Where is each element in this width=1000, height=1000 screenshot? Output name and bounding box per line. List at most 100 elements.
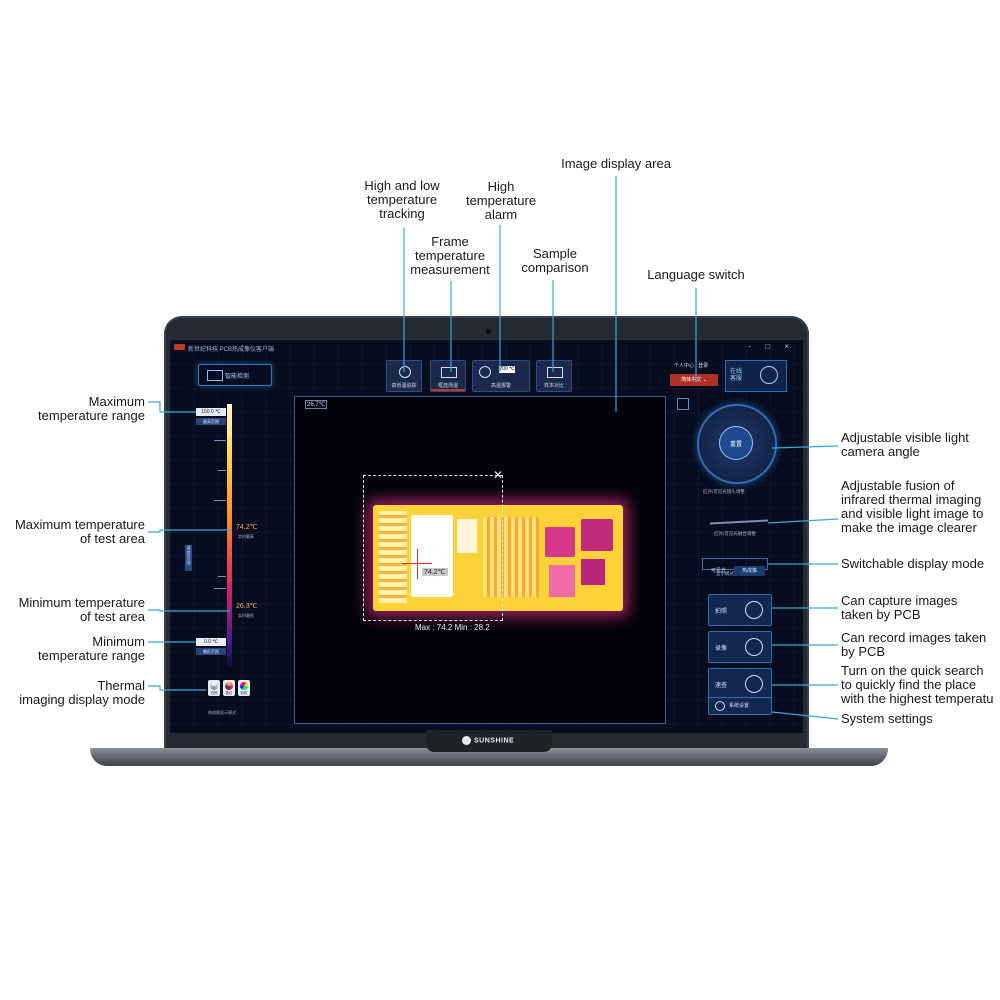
max-range-input[interactable]: 150.0 ℃ [196,408,226,416]
callout-display-mode: Switchable display mode [841,556,985,571]
support-button[interactable]: 在线 客服 [725,360,787,392]
quick-search-label: 速查 [715,683,728,689]
callout-camera-angle: Adjustable visible light camera angle [841,430,969,459]
pcb-hotspot [411,515,453,597]
app-title: 新世纪科技 PCB热成像仪客户端 [188,347,275,353]
tracking-button[interactable]: 高低温追踪 [386,360,422,392]
display-mode-caption: 热成像显示模式 [208,710,236,715]
point-temperature: 74.2℃ [422,568,448,576]
alarm-value-input[interactable]: 200 ℃ [499,366,515,373]
frame-icon [441,367,457,378]
language-select[interactable]: 简体中文 ⌄ [670,374,718,386]
search-icon [745,675,763,693]
pcb-region [457,519,477,553]
brand-icon [462,736,471,745]
temperature-color-scale[interactable] [227,404,232,666]
callout-system-settings: System settings [841,711,933,726]
display-mode-toggle[interactable]: 可见光 热成像 [702,558,768,576]
app-window: 新世纪科技 PCB热成像仪客户端 - □ × 智能检测 高低温追踪 框选测温 2… [170,340,803,733]
window-controls[interactable]: - □ × [748,342,795,351]
scale-tick [218,576,226,577]
mode-rainbow-button[interactable]: 彩虹 [238,680,250,696]
callout-high-temp-alarm: High temperature alarm [465,179,537,222]
ambient-temp: 26.7℃ [305,400,328,409]
mode-label: 铁红 [225,691,233,695]
laptop-notch [426,730,552,752]
mode-white-hot-button[interactable]: 白热 [208,680,220,696]
palette-icon [225,682,233,690]
pcb-region [379,511,407,603]
mode-label: 白热 [210,691,218,695]
measurement-frame[interactable] [363,475,503,621]
record-label: 录像 [715,646,728,652]
crosshair-icon [402,563,432,564]
quick-search-button[interactable]: 速查 [708,668,772,700]
frame-measure-button[interactable]: 框选测温 [430,360,466,392]
alarm-button[interactable]: 200 ℃ 高温报警 [472,360,530,392]
callout-thermal-mode: Thermal imaging display mode [19,678,145,707]
compare-icon [547,367,563,378]
crosshair-icon [417,549,418,579]
pcb-region [549,565,575,597]
capture-button[interactable]: 拍照 [708,594,772,626]
scale-tick [214,588,226,589]
callout-quick-search: Turn on the quick search to quickly find… [841,664,994,706]
range-side-tag: 温度范围 [185,545,192,571]
capture-label: 拍照 [715,609,728,615]
record-button[interactable]: 录像 [708,631,772,663]
callout-frame-measurement: Frame temperature measurement [410,234,490,277]
pcb-region [483,517,539,597]
pcb-region [581,559,605,585]
compare-label: 样本对比 [543,383,564,389]
headset-icon [760,366,778,384]
dial-caption: 红外/可见光镜头调整 [703,489,745,494]
visible-mode-option[interactable]: 可见光 [710,568,726,574]
close-frame-icon[interactable]: ✕ [493,468,504,482]
min-range-label: 最低范围 [196,648,226,655]
callout-capture: Can capture images taken by PCB [841,593,958,622]
brand-name: SUNSHINE [474,737,515,745]
max-min-readout: Max : 74.2 Min : 28.2 [415,623,490,632]
callout-max-range: Maximum temperature range [38,394,145,423]
area-min-label: 实时最低 [238,613,254,618]
tracking-label: 高低温追踪 [391,383,417,389]
gear-icon [715,701,725,711]
palette-icon [240,682,248,690]
support-label: 在线 客服 [730,369,743,382]
webcam [486,329,491,334]
scale-tick [218,470,226,471]
system-settings-button[interactable]: 系统设置 [708,697,772,715]
thermometer-icon [479,366,491,378]
max-range-label: 最高范围 [196,418,226,425]
callout-fusion: Adjustable fusion of infrared thermal im… [841,478,984,535]
thermal-mode-option[interactable]: 热成像 [734,566,765,576]
mode-iron-red-button[interactable]: 铁红 [223,680,235,696]
user-center-link[interactable]: 个人中心 | 登录 [674,363,709,369]
expand-icon[interactable] [677,398,689,410]
frame-label: 框选测温 [437,383,458,389]
area-max-label: 实时最高 [238,534,254,539]
callout-min-test-area: Minimum temperature of test area [18,595,145,624]
display-mode-caption: 显示模式 [716,571,734,576]
fusion-caption: 红外/可见光融合调整 [714,531,756,536]
area-min-value: 26.3℃ [236,603,258,610]
active-indicator [431,389,465,391]
compare-button[interactable]: 样本对比 [536,360,572,392]
callout-sample-comparison: Sample comparison [521,246,589,275]
camera-icon [745,601,763,619]
home-button[interactable]: 智能检测 [198,364,272,386]
image-display-area[interactable]: 26.7℃ ✕ 74.2℃ Max : 74.2 Min : 28.2 [294,396,666,724]
reset-button[interactable]: 重置 [719,426,753,460]
alarm-label: 高温报警 [490,383,511,389]
laptop-base [90,748,888,766]
scale-tick [214,440,226,441]
callout-high-low-tracking: High and low temperature tracking [364,178,440,221]
monitor-icon [207,370,223,381]
video-icon [745,638,763,656]
thermal-pcb-image [373,505,623,611]
home-label: 智能检测 [225,374,250,380]
pcb-region [581,519,613,551]
settings-label: 系统设置 [729,703,750,709]
min-range-input[interactable]: 0.0 ℃ [196,638,226,646]
callout-max-test-area: Maximum temperature of test area [14,517,145,546]
